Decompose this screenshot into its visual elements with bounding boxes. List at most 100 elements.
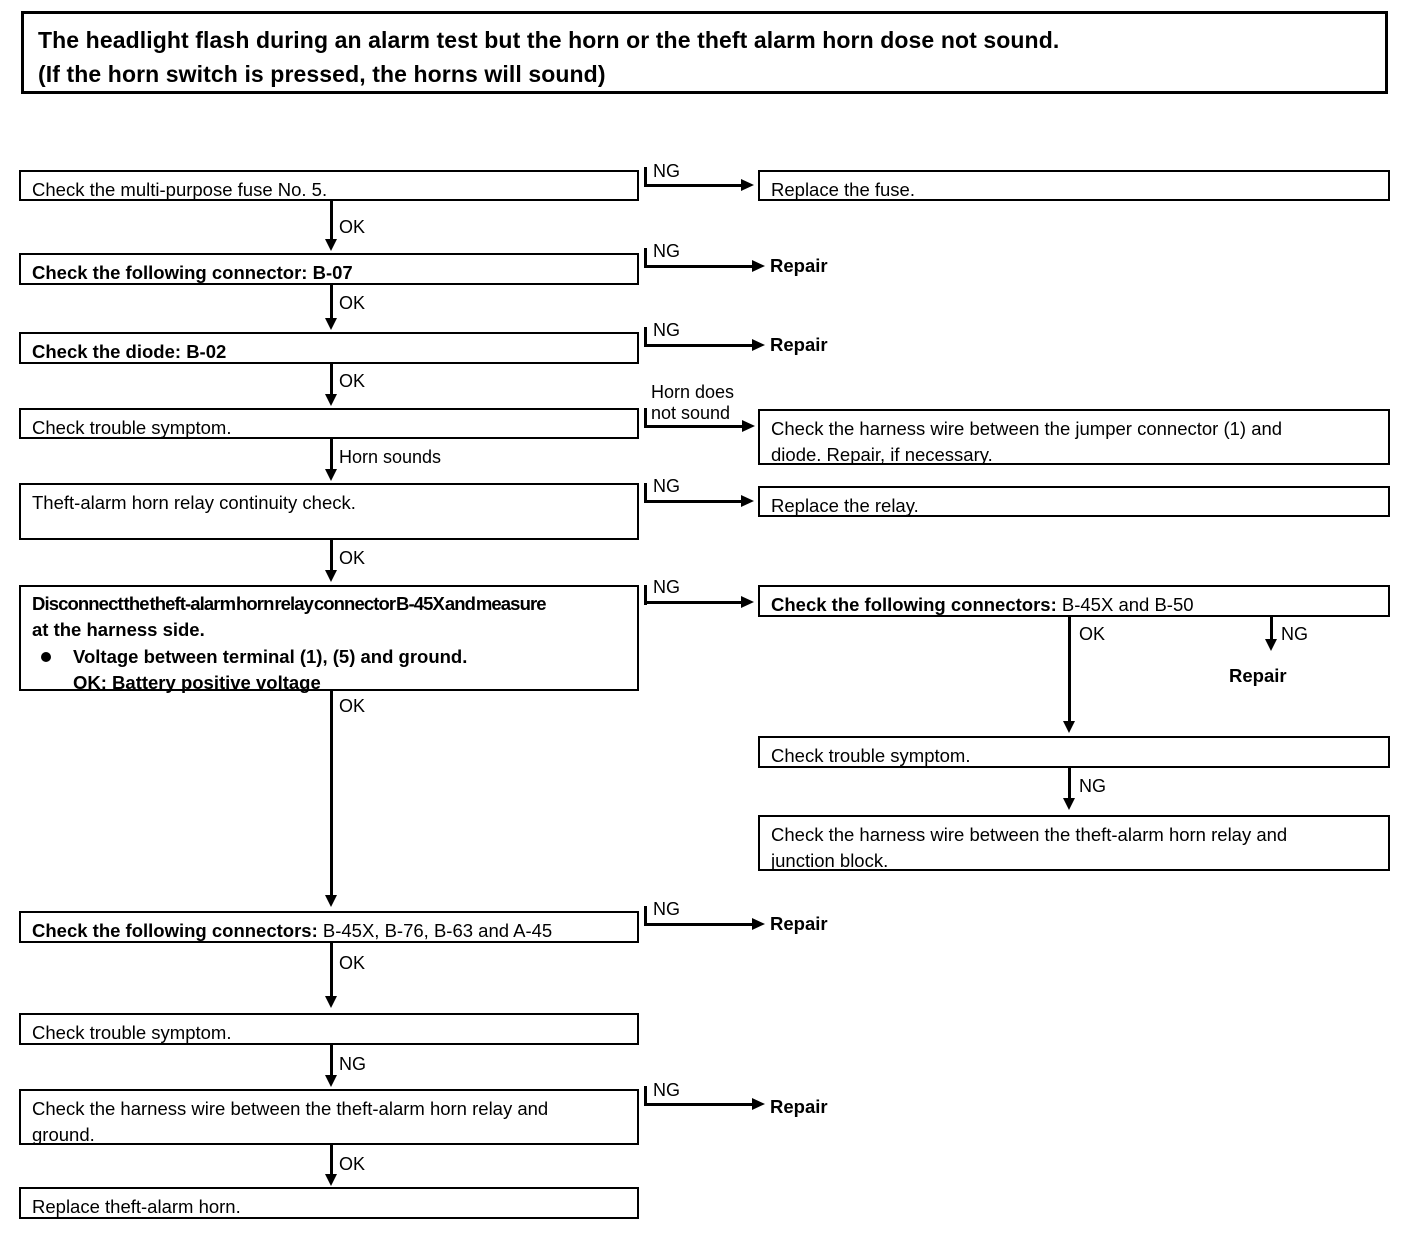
edge-ng-3-line xyxy=(644,344,754,347)
edge-ng-10-arrow xyxy=(752,918,765,930)
node-replace-relay[interactable]: Replace the relay. xyxy=(758,486,1390,517)
edge-ok-7-arrow xyxy=(325,1174,337,1186)
node-repair-5: Repair xyxy=(770,1096,828,1117)
node-check-connector-b07[interactable]: Check the following connector: B-07 xyxy=(19,253,639,285)
edge-ng-4-label: NG xyxy=(653,476,680,496)
edge-ng-1-line xyxy=(644,184,743,187)
node-check-harness-jumper-line-1: Check the harness wire between the jumpe… xyxy=(771,418,1283,439)
edge-horn-sounds-label: Horn sounds xyxy=(339,447,442,467)
node-check-connectors-b45x-b50-label: Check the following connectors: xyxy=(771,594,1057,615)
node-disconnect-line-2: at the harness side. xyxy=(32,619,205,640)
edge-ng-10-line xyxy=(644,923,754,926)
node-check-diode-b02[interactable]: Check the diode: B-02 xyxy=(19,332,639,364)
node-trouble-symptom-1-label: Check trouble symptom. xyxy=(32,417,232,438)
edge-horn-does-label-2: not sound xyxy=(651,403,731,423)
edge-ng-9-label: NG xyxy=(339,1054,366,1074)
node-relay-continuity-check[interactable]: Theft-alarm horn relay continuity check. xyxy=(19,483,639,540)
edge-ng-9-line xyxy=(330,1045,333,1077)
edge-ok-4-line xyxy=(330,540,333,573)
node-disconnect-relay-measure[interactable]: Disconnect the theft-alarm horn relay co… xyxy=(19,585,639,693)
node-check-connector-b07-label: Check the following connector: B-07 xyxy=(32,262,353,283)
edge-horn-does-label-1: Horn does xyxy=(651,382,735,402)
node-check-connectors-b45x-b50[interactable]: Check the following connectors: B-45X an… xyxy=(758,585,1390,617)
node-check-harness-ground[interactable]: Check the harness wire between the theft… xyxy=(19,1089,639,1145)
node-trouble-symptom-3[interactable]: Check trouble symptom. xyxy=(19,1013,639,1045)
edge-ok-6-arrow xyxy=(325,996,337,1008)
edge-ng-2-label: NG xyxy=(653,241,680,261)
node-check-connectors-multi[interactable]: Check the following connectors: B-45X, B… xyxy=(19,911,639,943)
edge-ng-7-arrow xyxy=(1063,798,1075,810)
node-trouble-symptom-2[interactable]: Check trouble symptom. xyxy=(758,736,1390,768)
node-repair-2: Repair xyxy=(770,334,828,355)
edge-ok-6-label: OK xyxy=(339,953,366,973)
header-line-2: (If the horn switch is pressed, the horn… xyxy=(38,61,606,87)
edge-ok-1-line xyxy=(330,201,333,241)
node-check-connectors-b45x-b50-value: B-45X and B-50 xyxy=(1056,594,1194,615)
edge-ng-7-label: NG xyxy=(1079,776,1106,796)
edge-ok-4-label: OK xyxy=(339,548,366,568)
edge-ok-2-line xyxy=(330,285,333,321)
edge-ng-2-line xyxy=(644,265,754,268)
node-trouble-symptom-1[interactable]: Check trouble symptom. xyxy=(19,408,639,439)
edge-ok-6-line xyxy=(330,943,333,998)
header-line-1: The headlight flash during an alarm test… xyxy=(38,27,1060,53)
edge-ng-7-line xyxy=(1068,768,1071,801)
node-check-harness-junction-line-1: Check the harness wire between the theft… xyxy=(771,824,1288,845)
edge-ok-5-arrow xyxy=(325,895,337,907)
edge-horn-does-line xyxy=(644,425,744,428)
node-check-harness-jumper-line-2: diode. Repair, if necessary. xyxy=(771,444,993,465)
node-check-connectors-multi-value: B-45X, B-76, B-63 and A-45 xyxy=(317,920,553,941)
edge-ok-2-arrow xyxy=(325,318,337,330)
edge-ok-3-arrow xyxy=(325,394,337,406)
header-banner: The headlight flash during an alarm test… xyxy=(21,11,1388,94)
edge-ng-6-arrow xyxy=(1265,639,1277,651)
node-check-harness-ground-line-1: Check the harness wire between the theft… xyxy=(32,1098,549,1119)
edge-ng-4-stub xyxy=(644,483,647,503)
edge-ng-1-arrow xyxy=(741,179,754,191)
edge-ng-4-arrow xyxy=(741,495,754,507)
node-replace-theft-alarm-horn[interactable]: Replace theft-alarm horn. xyxy=(19,1187,639,1219)
edge-horn-sounds-line xyxy=(330,439,333,472)
node-disconnect-line-1: Disconnect the theft-alarm horn relay co… xyxy=(32,593,547,614)
edge-ok-right-arrow xyxy=(1063,721,1075,733)
node-check-harness-junction-line-2: junction block. xyxy=(771,850,889,871)
node-replace-fuse-label: Replace the fuse. xyxy=(771,179,915,200)
node-check-connectors-multi-label: Check the following connectors: xyxy=(32,920,318,941)
edge-ok-1-label: OK xyxy=(339,217,366,237)
edge-ok-2-label: OK xyxy=(339,293,366,313)
edge-ok-7-label: OK xyxy=(339,1154,366,1174)
edge-ok-4-arrow xyxy=(325,570,337,582)
node-repair-3: Repair xyxy=(1229,665,1287,686)
edge-ng-8-stub xyxy=(644,1086,647,1106)
edge-ok-3-line xyxy=(330,364,333,397)
edge-ng-2-stub xyxy=(644,248,647,268)
node-check-harness-jumper[interactable]: Check the harness wire between the jumpe… xyxy=(758,409,1390,465)
edge-ng-9-arrow xyxy=(325,1075,337,1087)
edge-ok-5-label: OK xyxy=(339,696,366,716)
node-check-fuse[interactable]: Check the multi-purpose fuse No. 5. xyxy=(19,170,639,201)
edge-ng-5-label: NG xyxy=(653,577,680,597)
bullet-dot-icon xyxy=(41,652,51,662)
edge-ng-5-line xyxy=(644,601,743,604)
edge-ng-5-arrow xyxy=(741,596,754,608)
node-replace-fuse[interactable]: Replace the fuse. xyxy=(758,170,1390,201)
edge-ng-10-label: NG xyxy=(653,899,680,919)
node-disconnect-bullet-row: Voltage between terminal (1), (5) and gr… xyxy=(32,644,637,670)
edge-ok-right-line xyxy=(1068,617,1071,723)
node-replace-relay-label: Replace the relay. xyxy=(771,495,919,516)
edge-ng-4-line xyxy=(644,500,743,503)
node-check-harness-junction[interactable]: Check the harness wire between the theft… xyxy=(758,815,1390,871)
edge-ng-8-line xyxy=(644,1103,754,1106)
edge-ng-6-line xyxy=(1270,617,1273,641)
edge-ng-6-label: NG xyxy=(1281,624,1308,644)
edge-ok-5-line xyxy=(330,691,333,897)
node-disconnect-bullet-label: Voltage between terminal (1), (5) and gr… xyxy=(73,646,468,667)
edge-ng-3-arrow xyxy=(752,339,765,351)
edge-ng-1-label: NG xyxy=(653,161,680,181)
node-check-harness-ground-line-2: ground. xyxy=(32,1124,95,1145)
node-check-fuse-label: Check the multi-purpose fuse No. 5. xyxy=(32,179,328,200)
edge-horn-does-arrow xyxy=(742,420,755,432)
node-trouble-symptom-2-label: Check trouble symptom. xyxy=(771,745,971,766)
edge-ng-10-stub xyxy=(644,906,647,926)
